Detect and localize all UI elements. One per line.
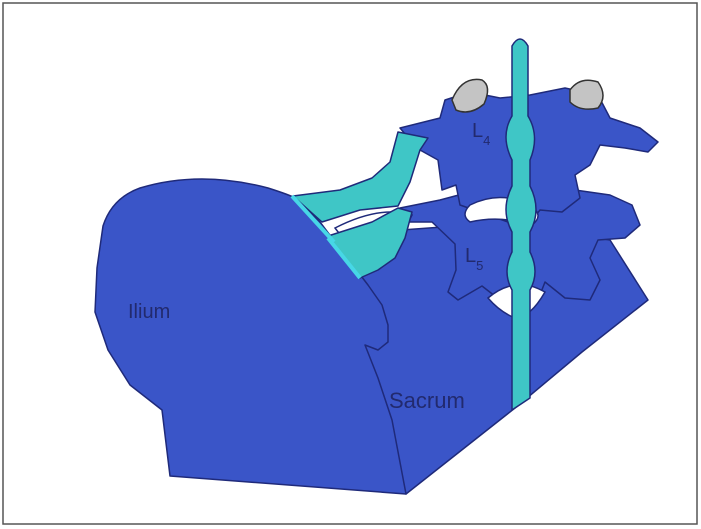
ilium-label: Ilium — [128, 301, 170, 323]
l4-letter: L — [472, 120, 483, 142]
sacrum-label: Sacrum — [389, 388, 465, 413]
facet-right — [570, 80, 603, 109]
l5-letter: L — [465, 245, 476, 267]
l5-subscript: 5 — [476, 258, 483, 273]
l4-subscript: 4 — [483, 133, 490, 148]
